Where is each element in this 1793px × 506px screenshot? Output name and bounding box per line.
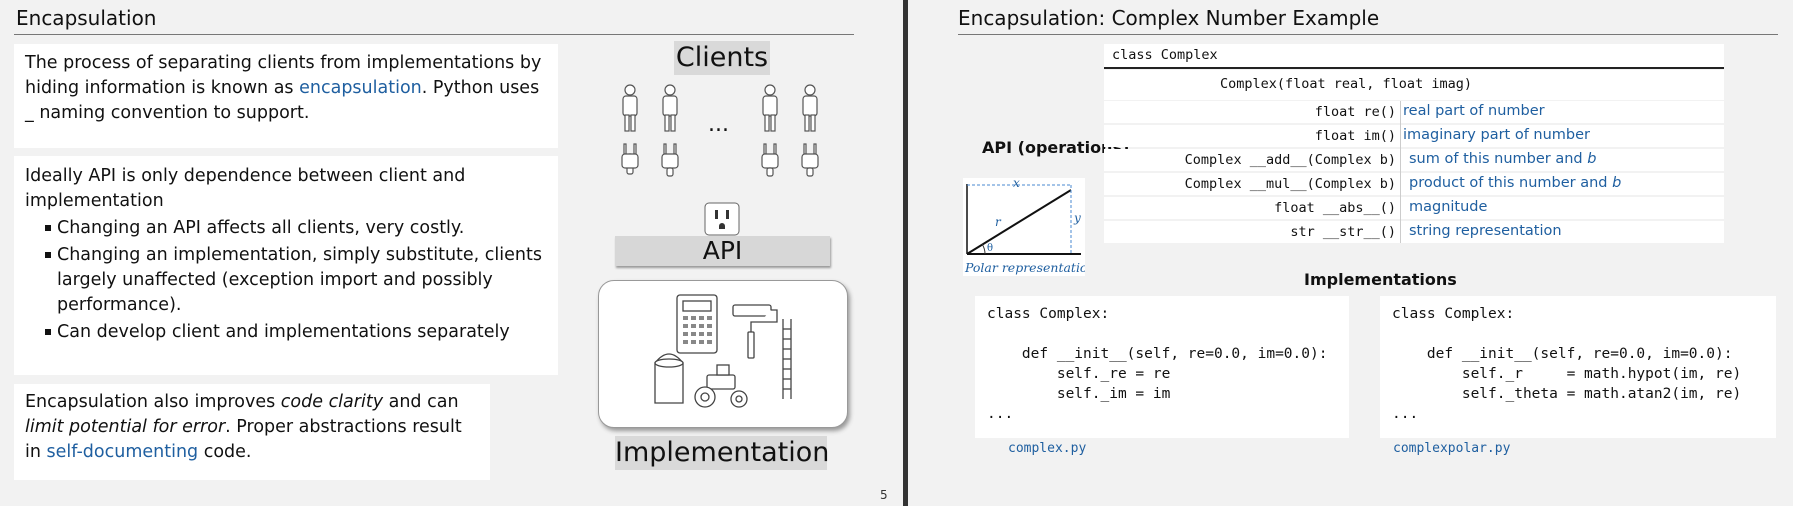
class-header-row: class Complex bbox=[1104, 44, 1724, 67]
clients-label: Clients bbox=[674, 41, 770, 75]
code-clarity-term: code clarity bbox=[280, 392, 384, 412]
calculator-icon bbox=[676, 294, 718, 354]
clarity-text: . Proper abstractions result in bbox=[25, 417, 462, 462]
polar-diagram: x y r θ Polar representation bbox=[963, 176, 1096, 276]
slide-encapsulation[interactable]: Encapsulation The process of separating … bbox=[0, 0, 903, 506]
method-description: magnitude bbox=[1409, 199, 1488, 215]
api-dependence-intro: Ideally API is only dependence between c… bbox=[25, 166, 466, 211]
method-signature: Complex __add__(Complex b) bbox=[1184, 152, 1396, 168]
class-header: class Complex bbox=[1112, 47, 1218, 63]
encapsulation-term: encapsulation bbox=[299, 78, 422, 98]
constructor-signature: Complex(float real, float imag) bbox=[1220, 76, 1472, 92]
limit-error-term: limit potential for error bbox=[25, 417, 226, 437]
polar-representation-figure: x y r θ Polar representation bbox=[964, 176, 1096, 275]
complexpolar-code: class Complex: def __init__(self, re=0.0… bbox=[1392, 306, 1742, 422]
method-signature: float im() bbox=[1314, 128, 1396, 144]
api-operations-label: API (operations) bbox=[982, 138, 1130, 157]
method-description: product of this number and b bbox=[1409, 175, 1622, 191]
self-documenting-term: self-documenting bbox=[46, 442, 199, 462]
polar-y-label: y bbox=[1073, 211, 1081, 225]
method-signature: str __str__() bbox=[1290, 224, 1396, 240]
method-row: float im() imaginary part of number bbox=[1104, 125, 1724, 147]
person-icon bbox=[801, 84, 819, 177]
api-dependence-card: Ideally API is only dependence between c… bbox=[14, 156, 558, 375]
page-number: 5 bbox=[880, 488, 888, 502]
clarity-text: code. bbox=[198, 442, 252, 462]
method-description: real part of number bbox=[1403, 103, 1545, 119]
implementation-tools-illustration bbox=[654, 294, 792, 408]
person-icon bbox=[661, 84, 679, 177]
slide-title: Encapsulation bbox=[16, 6, 157, 30]
complex-file-link[interactable]: complex.py bbox=[1008, 441, 1087, 456]
implementation-card-polar: class Complex: def __init__(self, re=0.0… bbox=[1380, 296, 1776, 438]
method-description: sum of this number and b bbox=[1409, 151, 1597, 167]
polar-theta-label: θ bbox=[987, 243, 993, 254]
bullet-list: Changing an API affects all clients, ver… bbox=[25, 216, 547, 345]
method-description: string representation bbox=[1409, 223, 1562, 239]
polar-x-label: x bbox=[1013, 178, 1020, 190]
polar-caption: Polar representation bbox=[964, 260, 1085, 275]
method-signature: float re() bbox=[1314, 104, 1396, 120]
title-rule bbox=[14, 34, 854, 35]
class-header-rule bbox=[1104, 67, 1724, 69]
method-row: str __str__() string representation bbox=[1104, 221, 1724, 243]
method-row: Complex __add__(Complex b) sum of this n… bbox=[1104, 149, 1724, 171]
clarity-text: Encapsulation also improves bbox=[25, 392, 281, 412]
constructor-row: Complex(float real, float imag) bbox=[1104, 70, 1724, 100]
implementations-label: Implementations bbox=[1304, 270, 1457, 289]
implementation-label: Implementation bbox=[615, 436, 830, 470]
clients-illustration bbox=[621, 84, 819, 177]
clients-ellipsis: ... bbox=[708, 112, 729, 137]
method-signature: float __abs__() bbox=[1274, 200, 1396, 216]
bullet-item: Can develop client and implementations s… bbox=[45, 320, 547, 345]
method-row: float re() real part of number bbox=[1104, 101, 1724, 123]
ladder-icon bbox=[782, 319, 792, 399]
person-icon bbox=[621, 84, 639, 175]
complexpolar-file-link[interactable]: complexpolar.py bbox=[1393, 441, 1511, 456]
paint-bucket-icon bbox=[654, 353, 684, 404]
clarity-card: Encapsulation also improves code clarity… bbox=[14, 384, 490, 480]
definition-text-end: . Python uses _ naming convention to sup… bbox=[25, 78, 540, 123]
slide-title: Encapsulation: Complex Number Example bbox=[958, 6, 1380, 30]
slide-divider bbox=[903, 0, 908, 506]
clarity-text: and can bbox=[383, 392, 459, 412]
method-signature: Complex __mul__(Complex b) bbox=[1184, 176, 1396, 192]
complex-code: class Complex: def __init__(self, re=0.0… bbox=[987, 306, 1328, 422]
method-row: float __abs__() magnitude bbox=[1104, 197, 1724, 219]
bullet-item: Changing an API affects all clients, ver… bbox=[45, 216, 547, 241]
method-row: Complex __mul__(Complex b) product of th… bbox=[1104, 173, 1724, 195]
api-bar: API bbox=[615, 236, 830, 266]
bullet-item: Changing an implementation, simply subst… bbox=[45, 243, 547, 318]
method-description: imaginary part of number bbox=[1403, 127, 1591, 143]
tractor-icon bbox=[694, 364, 748, 408]
definition-text: The process of separating clients from i… bbox=[25, 53, 542, 98]
definition-card: The process of separating clients from i… bbox=[14, 44, 558, 148]
slide-complex-example[interactable]: Encapsulation: Complex Number Example cl… bbox=[908, 0, 1793, 506]
implementation-card-rect: class Complex: def __init__(self, re=0.0… bbox=[975, 296, 1349, 438]
paint-roller-icon bbox=[732, 304, 778, 359]
polar-r-label: r bbox=[995, 215, 1002, 229]
title-rule bbox=[958, 34, 1778, 35]
implementation-box bbox=[598, 280, 848, 428]
person-icon bbox=[761, 84, 779, 177]
table-column-divider bbox=[1400, 101, 1401, 243]
power-outlet-icon bbox=[704, 202, 740, 236]
